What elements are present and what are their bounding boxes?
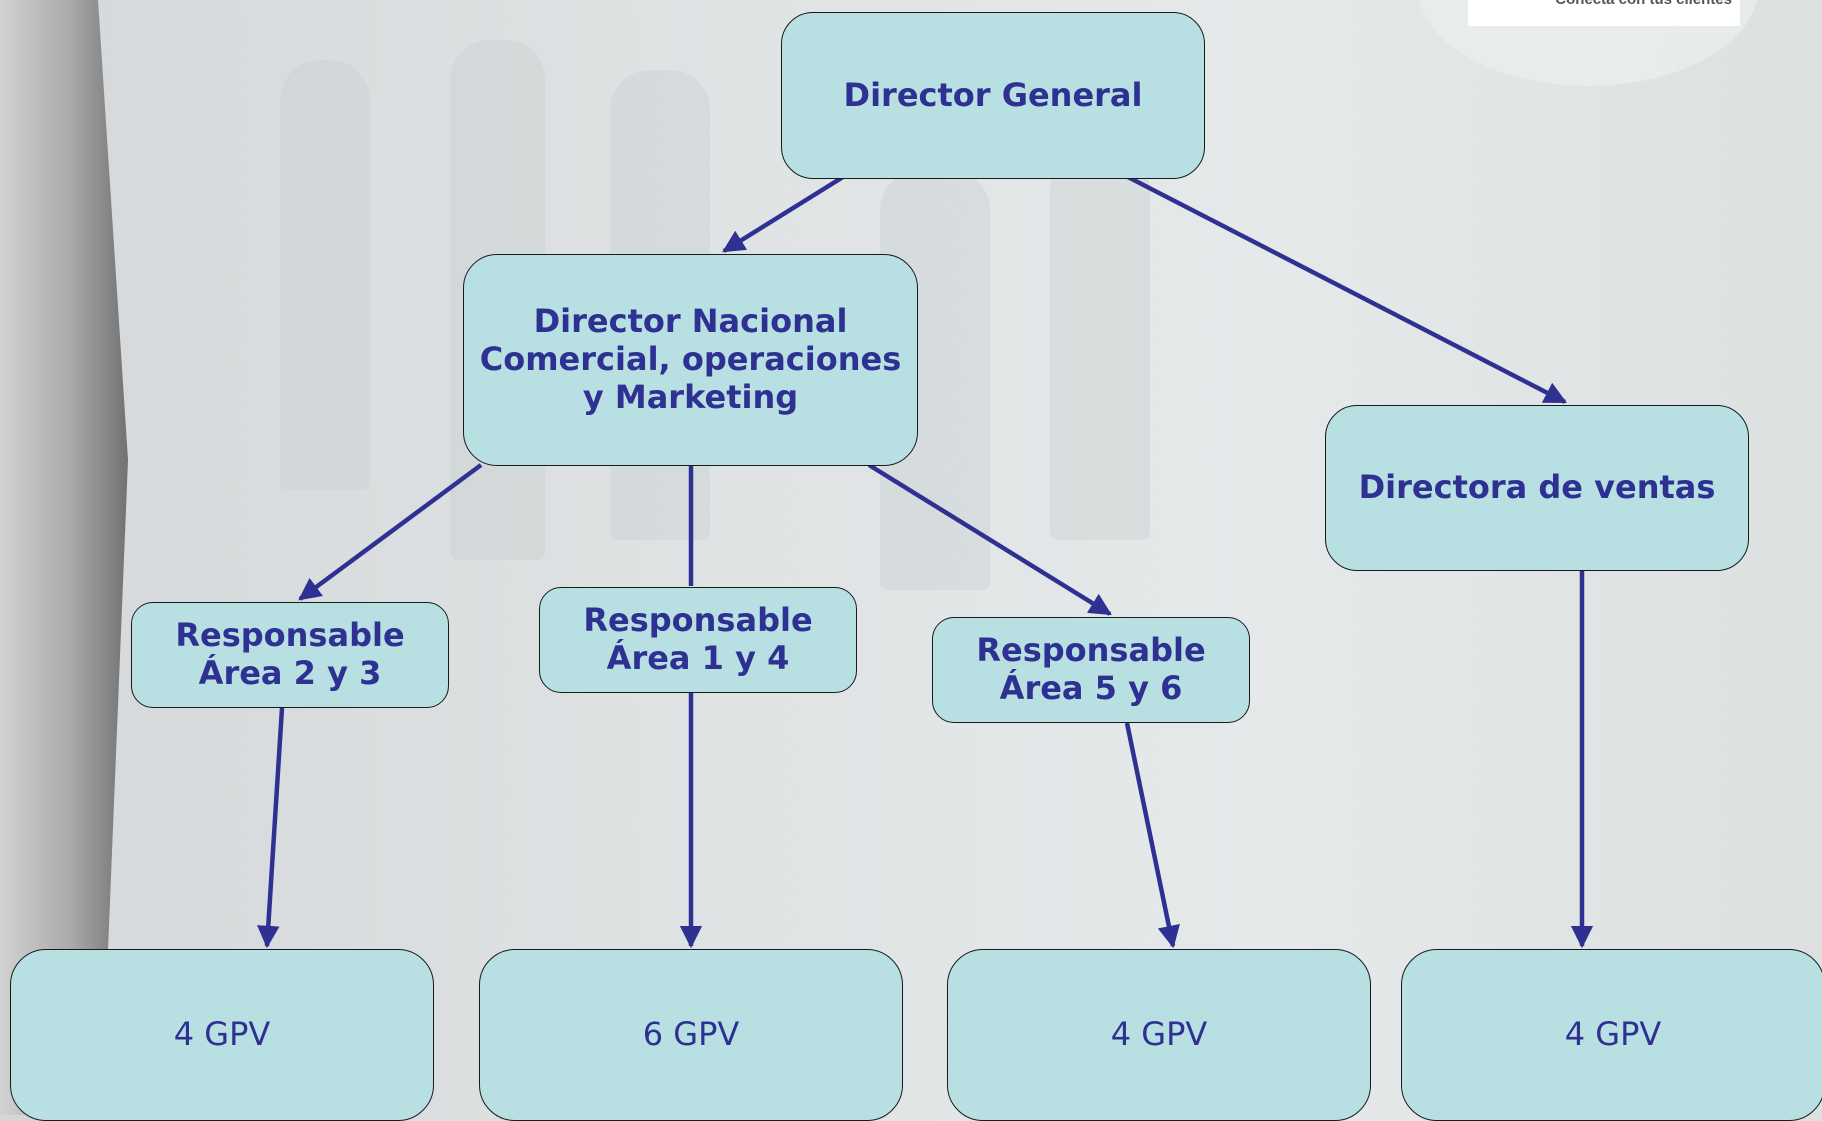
node-directora-ventas: Directora de ventas [1325, 405, 1749, 571]
connector-resp56-to-gpv3 [1124, 722, 1180, 949]
node-gpv-team: 4 GPV [1401, 949, 1822, 1121]
connector-general-to-nacional [722, 175, 845, 253]
node-director-general-label: Director General [843, 75, 1143, 114]
node-gpv-team: 4 GPV [947, 949, 1371, 1121]
node-responsable-area-1-4: Responsable Área 1 y 4 [539, 587, 857, 693]
node-responsable-label: Responsable Área 2 y 3 [175, 616, 405, 692]
node-responsable-label: Responsable Área 5 y 6 [976, 631, 1206, 707]
background-silhouette [1050, 150, 1150, 540]
connector-nacional-to-resp56 [867, 463, 1112, 616]
node-gpv-team: 4 GPV [10, 949, 434, 1121]
logo-tagline: Conecta con tus clientes [1468, 0, 1732, 8]
connector-resp23-to-gpv1 [257, 707, 285, 949]
connector-general-to-ventas [1126, 174, 1568, 405]
company-logo: Conecta con tus clientes [1468, 0, 1740, 26]
node-director-general: Director General [781, 12, 1205, 179]
node-responsable-label: Responsable Área 1 y 4 [583, 601, 813, 677]
node-gpv-label: 4 GPV [1564, 1015, 1662, 1054]
node-director-nacional: Director Nacional Comercial, operaciones… [463, 254, 918, 466]
node-gpv-label: 4 GPV [173, 1015, 271, 1054]
node-director-nacional-label: Director Nacional Comercial, operaciones… [479, 302, 902, 416]
left-shadow-band [0, 0, 128, 1115]
node-directora-ventas-label: Directora de ventas [1358, 468, 1716, 507]
background-silhouette [280, 60, 370, 490]
node-gpv-label: 4 GPV [1110, 1015, 1208, 1054]
node-responsable-area-2-3: Responsable Área 2 y 3 [131, 602, 449, 708]
connector-nacional-to-resp23 [298, 463, 483, 601]
node-gpv-team: 6 GPV [479, 949, 903, 1121]
node-responsable-area-5-6: Responsable Área 5 y 6 [932, 617, 1250, 723]
node-gpv-label: 6 GPV [642, 1015, 740, 1054]
